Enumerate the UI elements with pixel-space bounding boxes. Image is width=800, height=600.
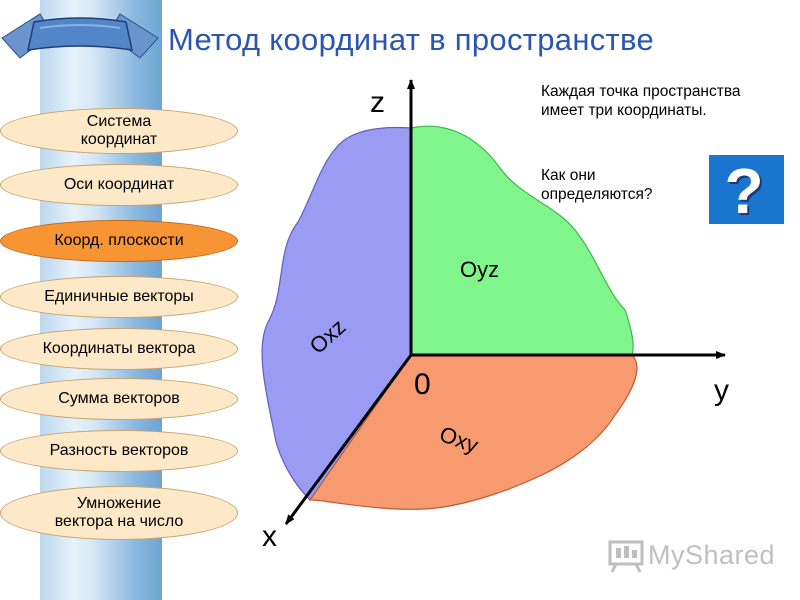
info-text-question: Как они определяются? [541, 167, 653, 203]
nav-coordinate-axes[interactable]: Оси координат [0, 164, 238, 206]
plane-xy [308, 354, 638, 510]
axis-x-label: x [262, 520, 277, 553]
help-button[interactable]: ? ? [709, 155, 784, 229]
help-glyph: ? [724, 155, 763, 224]
origin-label: 0 [414, 368, 431, 401]
nav-vector-coordinates[interactable]: Координаты вектора [0, 328, 238, 370]
nav-label: Единичные векторы [44, 288, 194, 305]
watermark: MyShared [606, 536, 775, 576]
plane-yz-label: Oyz [460, 257, 499, 282]
nav-vector-scalar-multiplication[interactable]: Умножение вектора на число [0, 486, 238, 540]
nav-label: Оси координат [63, 176, 175, 193]
nav-label: Разность векторов [49, 442, 189, 459]
axis-z-label: z [370, 86, 385, 119]
nav-label: Система координат [80, 113, 158, 148]
ribbon-icon [1, 13, 159, 59]
nav-label: Сумма векторов [58, 390, 180, 407]
info-text-points: Каждая точка пространства имеет три коор… [541, 83, 741, 119]
nav-coordinate-system[interactable]: Система координат [0, 108, 238, 154]
nav-vector-sum[interactable]: Сумма векторов [0, 378, 238, 420]
plane-yz [410, 125, 634, 356]
watermark-text: MyShared [648, 540, 776, 570]
nav-coordinate-planes[interactable]: Коорд. плоскости [0, 220, 238, 262]
question-icon: ? ? [724, 155, 765, 229]
nav-label: Коорд. плоскости [54, 232, 184, 249]
nav-vector-difference[interactable]: Разность векторов [0, 430, 238, 472]
x-axis [284, 354, 413, 525]
nav-label: Координаты вектора [42, 340, 196, 357]
page-title: Метод координат в пространстве [168, 22, 655, 57]
axis-y-label: y [714, 374, 729, 407]
nav-unit-vectors[interactable]: Единичные векторы [0, 276, 238, 318]
nav-label: Умножение вектора на число [54, 495, 184, 530]
myshared-logo-icon [608, 540, 644, 573]
svg-text:?: ? [726, 157, 765, 224]
